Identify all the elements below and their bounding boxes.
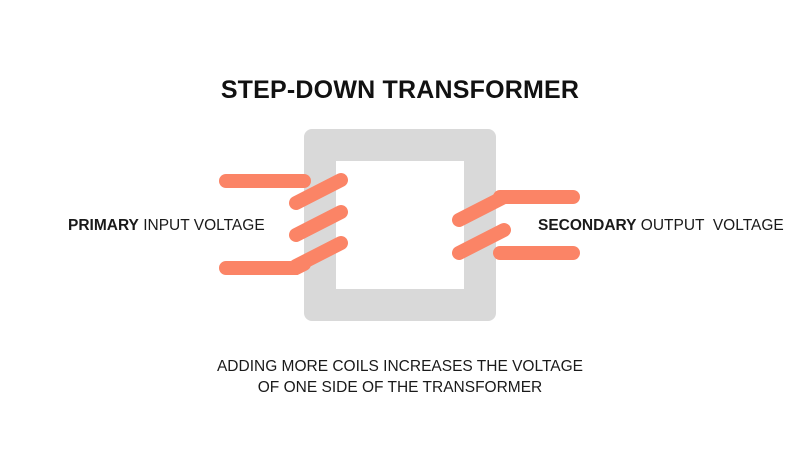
primary-label-rest: INPUT VOLTAGE (138, 217, 265, 234)
secondary-label-rest: OUTPUT VOLTAGE (636, 217, 784, 234)
primary-label-bold: PRIMARY (68, 217, 139, 234)
caption-line-2: OF ONE SIDE OF THE TRANSFORMER (257, 379, 543, 396)
diagram-title: STEP-DOWN TRANSFORMER (220, 76, 580, 104)
primary-coil-winding (289, 173, 348, 210)
secondary-coil-winding (452, 223, 511, 260)
primary-coil-winding (289, 205, 348, 242)
primary-input-label: PRIMARY INPUT VOLTAGE (68, 217, 265, 235)
secondary-label-bold: SECONDARY (538, 217, 637, 234)
secondary-output-label: SECONDARY OUTPUT VOLTAGE (538, 217, 784, 235)
primary-coil-winding (289, 236, 348, 273)
caption-line-1: ADDING MORE COILS INCREASES THE VOLTAGE (216, 358, 584, 375)
diagram-caption: ADDING MORE COILS INCREASES THE VOLTAGE … (0, 356, 800, 398)
transformer-core (304, 129, 496, 321)
